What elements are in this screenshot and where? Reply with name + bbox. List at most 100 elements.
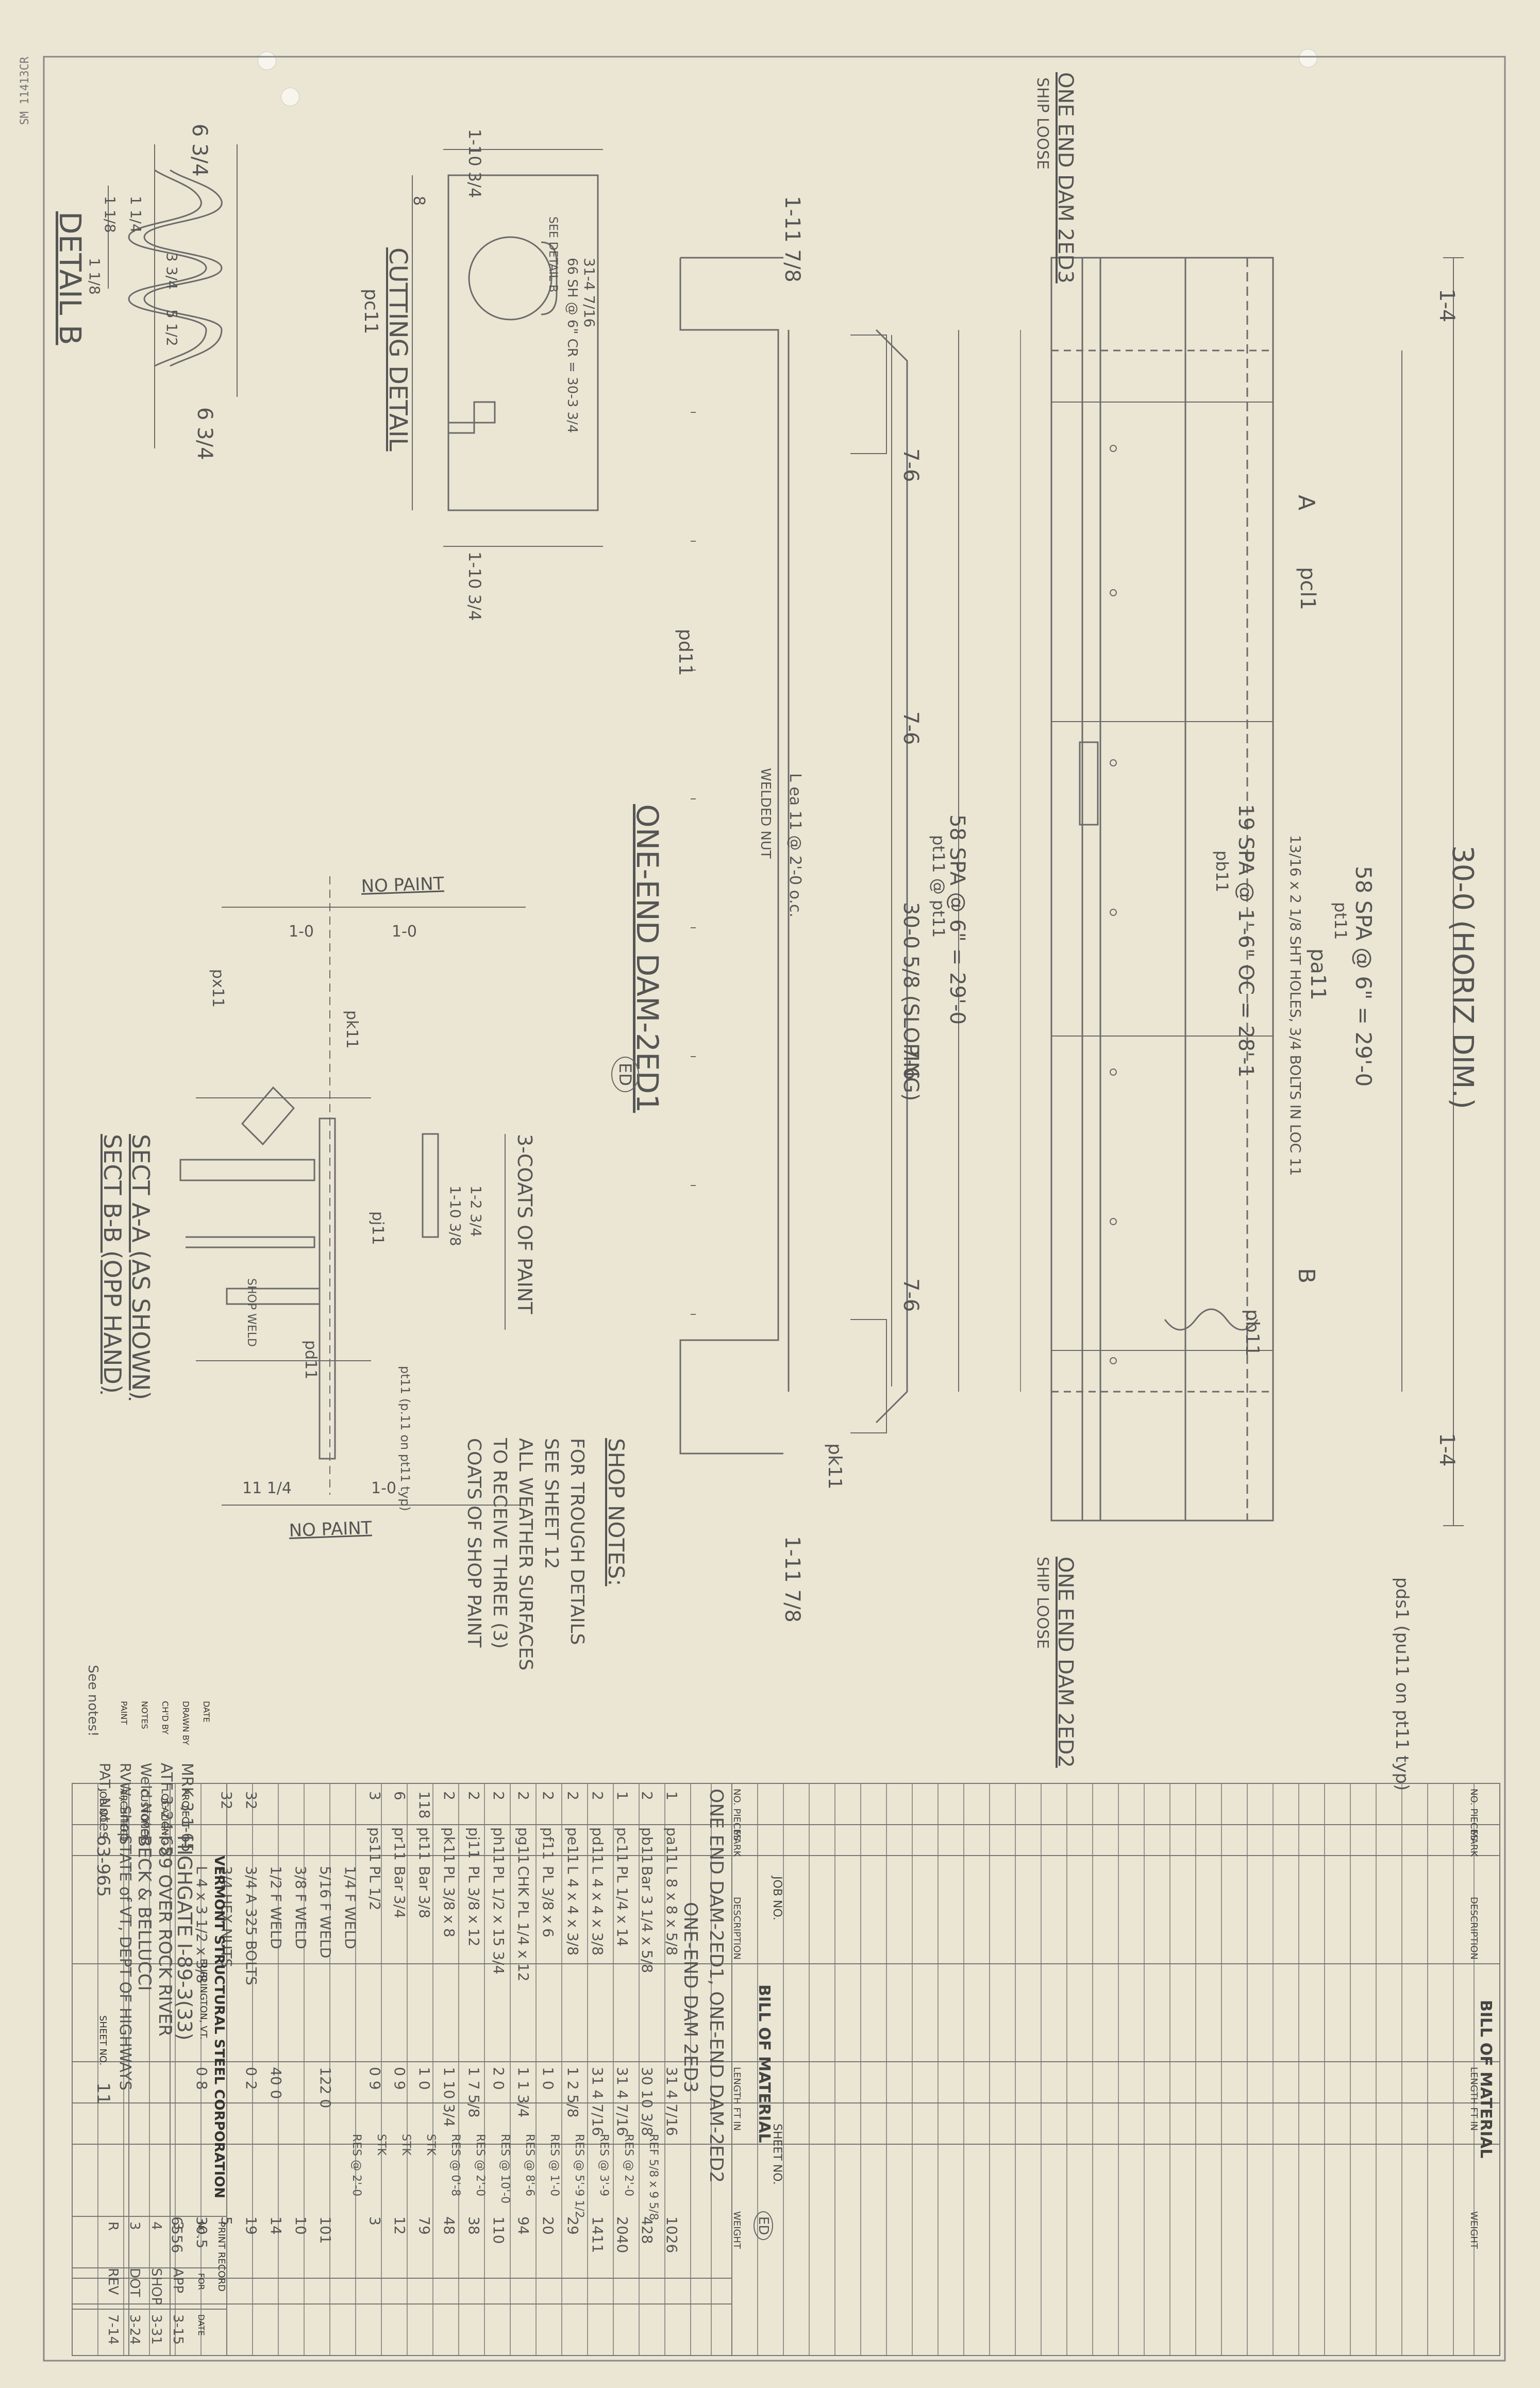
detail-b-dim-1: 1 1/8 — [102, 196, 119, 233]
bill-cell-length: 0 2 — [243, 2067, 260, 2090]
bill-cell-desc: Bar 3/4 — [391, 1866, 408, 1918]
sheet-no-value: 11 — [93, 2082, 113, 2105]
bay-4: 7-6 — [899, 1278, 923, 1312]
dam-elevation — [1050, 257, 1464, 1526]
bill-cell-pieces: 2 — [639, 1791, 656, 1800]
bill-right-col-mark: MARK — [1468, 1830, 1479, 1857]
section-dim-2: 1-0 — [392, 923, 417, 941]
bill-cell-desc: 3/4 A 325 BOLTS — [243, 1866, 260, 1985]
bill-cell-mark: pc11 — [614, 1827, 631, 1863]
sheet-border — [43, 56, 1506, 2362]
notes-value: Weld Notes — [138, 1763, 155, 1845]
end-dim-2: 1-4 — [1435, 1433, 1459, 1467]
bill-cell-pieces: 2 — [490, 1791, 507, 1800]
mark-circle: ED — [611, 1057, 639, 1092]
title-block-frame — [72, 1783, 227, 2356]
bill-cell-pieces: 2 — [589, 1791, 606, 1800]
bill-right-col-description: DESCRIPTION — [1468, 1897, 1479, 1960]
bill-cell-weight: 29 — [564, 2216, 581, 2235]
bill-right-heading: BILL OF MATERIAL — [1477, 2000, 1495, 2159]
bill-cell-weight: 19 — [243, 2216, 260, 2235]
bill-cell-desc: L 4 x 4 x 3/8 — [564, 1866, 581, 1956]
bill-cell-length: 1 0 — [416, 2067, 433, 2090]
no-paint-top: NO PAINT — [361, 873, 445, 897]
shop-notes-line-5: COATS OF SHOP PAINT — [463, 1438, 484, 1648]
bill-cell-mark: pf11 — [540, 1827, 557, 1860]
bill-cell-desc: CHK PL 1/4 x 12 — [515, 1866, 532, 1982]
mark-pd11: pd11 — [675, 629, 696, 676]
section-mark-pd11: pd11 — [302, 1340, 320, 1380]
spacing-top: 58 SPA @ 6" = 29'-0 — [1351, 866, 1376, 1087]
bill-cell-length: 2 0 — [490, 2067, 507, 2090]
section-aa-drawing — [179, 876, 526, 1506]
spacing-low: 58 SPA @ 6" = 29'-0 — [945, 814, 969, 1025]
bill-cell-weight: 79 — [416, 2216, 433, 2235]
cutting-left-dim: 8 — [410, 196, 428, 206]
print-cell-date: 3-15 — [170, 2314, 186, 2345]
top-piece-sublabel: SHIP LOOSE — [1033, 77, 1051, 170]
bill-cell-length: 0 9 — [391, 2067, 408, 2090]
paint-value: RVW, Shop — [117, 1763, 134, 1842]
bottom-piece-label: ONE END DAM 2ED2 — [1053, 1557, 1077, 1768]
mark-pcl1: pcl1 — [1296, 567, 1319, 610]
bill-cell-weight: 48 — [441, 2216, 458, 2235]
bill-cell-mark: pd11 — [589, 1827, 606, 1864]
bill-col-description: DESCRIPTION — [731, 1897, 742, 1960]
bill-cell-length: 31 4 7/16 — [663, 2067, 680, 2136]
shop-notes-title: SHOP NOTES: — [604, 1438, 629, 1587]
print-cell-no: 4 — [148, 2222, 164, 2230]
detail-b-title: DETAIL B — [53, 211, 88, 345]
bill-cell-pieces: 2 — [515, 1791, 532, 1800]
bill-heading: BILL OF MATERIAL — [755, 1984, 773, 2143]
paint-label: PAINT — [119, 1701, 129, 1725]
bill-cell-weight: 101 — [317, 2216, 334, 2244]
bill-cell-desc: 3/8 F WELD — [292, 1866, 309, 1949]
bill-cell-mark: ph11 — [490, 1827, 507, 1864]
bill-note: RES @ 0'-8 — [449, 2134, 462, 2197]
bill-cell-desc: 5/16 F WELD — [317, 1866, 334, 1959]
bay-3: 7-6 — [899, 1046, 923, 1080]
bill-cell-pieces: 3 — [366, 1791, 383, 1800]
print-record-label: PRINT RECORD — [216, 2222, 227, 2292]
end-dim-4: 1-11 7/8 — [780, 1536, 804, 1623]
bill-cell-desc: PL 3/8 x 6 — [540, 1866, 557, 1938]
bill-cell-length: 0 8 — [193, 2067, 210, 2090]
cutting-detail-title: CUTTING DETAIL — [383, 247, 412, 452]
bill-cell-weight: 428 — [639, 2216, 656, 2244]
bill-job-label: JOB NO. — [771, 1876, 783, 1921]
bill-cell-pieces: 6 — [391, 1791, 408, 1800]
bill-col-weight: WEIGHT — [731, 2211, 742, 2249]
bill-note: REF 5/8 x 9 5/8 — [647, 2134, 660, 2220]
bill-cell-desc: Bar 3 1/4 x 5/8 — [639, 1866, 656, 1973]
bill-cell-pieces: 2 — [564, 1791, 581, 1800]
bill-note: RES @ 3'-9 — [597, 2134, 610, 2197]
bill-note: STK — [399, 2134, 412, 2156]
print-cell-no: 3 — [170, 2222, 186, 2230]
section-pt11-note: pt11 (p.11 on pt11 typ) — [398, 1366, 412, 1511]
section-dim-4: 1-0 — [371, 1479, 396, 1497]
bill-cell-pieces: 32 — [218, 1791, 235, 1810]
bill-header-line-1: ONE END DAM-2ED1, ONE-END DAM-2ED2 — [706, 1789, 727, 2183]
bill-cell-weight: 38 — [465, 2216, 482, 2235]
shop-notes-line-1: FOR TROUGH DETAILS — [566, 1438, 588, 1645]
weld-note: L ea 11 @ 2'-0 o.c. — [786, 773, 804, 918]
bill-grid-left — [72, 1783, 732, 2356]
bill-cell-weight: 94 — [515, 2216, 532, 2235]
bill-cell-weight: 2040 — [614, 2216, 631, 2253]
section-dim-6: 1-10 3/8 — [447, 1185, 464, 1246]
bill-right-col-length: LENGTH FT IN — [1468, 2067, 1479, 2131]
detail-b-dim-4: 1 1/8 — [86, 258, 103, 295]
job-no-value: 63-965 — [93, 1835, 113, 1897]
print-cell-date: 3-31 — [148, 2314, 164, 2345]
cutting-detail-drawing — [412, 149, 603, 547]
project-value: HIGHGATE I-89-3(33) — [173, 1835, 196, 2041]
mark-pb11: pb11 — [1242, 1309, 1263, 1357]
bill-cell-mark: pt11 — [416, 1827, 433, 1861]
bill-cell-weight: 1026 — [663, 2216, 680, 2253]
bill-note: STK — [375, 2134, 388, 2156]
spacing-top-sub: pt11 — [1331, 902, 1350, 940]
section-weld: SHOP WELD — [245, 1278, 258, 1347]
pdsi-note: pds1 (pu11 on pt11 typ) — [1392, 1577, 1412, 1791]
print-cell-no: R — [105, 2222, 121, 2231]
